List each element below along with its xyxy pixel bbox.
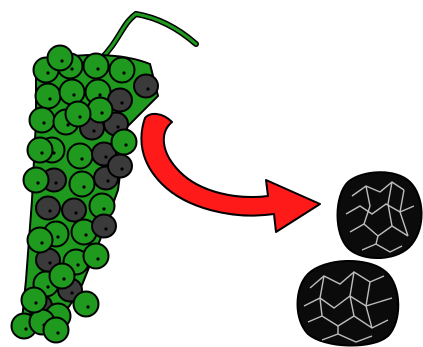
berry-spot	[104, 227, 107, 230]
berry-body	[84, 54, 109, 79]
green-peppercorn	[112, 130, 137, 155]
berry-spot	[54, 181, 57, 184]
green-peppercorn	[44, 318, 69, 343]
green-peppercorn	[66, 102, 91, 127]
green-peppercorn	[22, 288, 47, 313]
berry-spot	[72, 93, 75, 96]
berry-spot	[42, 121, 45, 124]
berry-spot	[36, 181, 39, 184]
curved-arrow	[141, 114, 320, 232]
berry-spot	[62, 277, 65, 280]
green-peppercorn	[28, 228, 53, 253]
berry-spot	[80, 157, 83, 160]
berry-spot	[46, 71, 49, 74]
berry-spot	[56, 331, 59, 334]
berry-spot	[120, 167, 123, 170]
berry-spot	[70, 67, 73, 70]
berry-body	[28, 228, 53, 253]
green-peppercorn	[50, 264, 75, 289]
dried-peppercorn-body	[298, 261, 399, 346]
berry-body	[108, 155, 132, 178]
berry-spot	[120, 101, 123, 104]
berry-spot	[124, 143, 127, 146]
dark-peppercorn	[134, 75, 158, 98]
dark-peppercorn	[108, 155, 132, 178]
berry-spot	[76, 263, 79, 266]
berry-spot	[48, 97, 51, 100]
dark-peppercorn	[36, 197, 60, 220]
green-peppercorn	[30, 108, 55, 133]
berry-spot	[86, 305, 89, 308]
berry-spot	[40, 241, 43, 244]
berry-spot	[82, 185, 85, 188]
berry-spot	[106, 179, 109, 182]
berry-spot	[48, 261, 51, 264]
berry-spot	[92, 129, 95, 132]
green-peppercorn	[36, 84, 61, 109]
berry-spot	[146, 87, 149, 90]
green-peppercorn	[48, 46, 73, 71]
berry-body	[88, 98, 113, 123]
berry-spot	[34, 301, 37, 304]
berry-spot	[98, 93, 101, 96]
berry-body	[92, 215, 116, 238]
dried-peppercorn	[298, 261, 399, 346]
green-peppercorn	[110, 58, 135, 83]
berry-body	[134, 75, 158, 98]
dried-peppercorn	[338, 172, 422, 258]
berry-spot	[96, 67, 99, 70]
berry-spot	[74, 211, 77, 214]
berry-body	[62, 199, 86, 222]
green-peppercorn	[74, 292, 99, 317]
berry-body	[66, 102, 91, 127]
berry-spot	[70, 291, 73, 294]
berry-spot	[122, 71, 125, 74]
berry-body	[50, 264, 75, 289]
berry-body	[22, 288, 47, 313]
berry-body	[68, 144, 93, 169]
berry-body	[36, 197, 60, 220]
green-peppercorn	[88, 98, 113, 123]
berry-body	[74, 292, 99, 317]
green-peppercorn	[24, 168, 49, 193]
arrow-shape	[141, 114, 320, 232]
berry-body	[28, 138, 53, 163]
dark-peppercorn	[92, 215, 116, 238]
berry-spot	[56, 235, 59, 238]
green-peppercorn	[68, 144, 93, 169]
berry-spot	[84, 233, 87, 236]
stem	[100, 14, 196, 60]
berry-spot	[100, 111, 103, 114]
berry-spot	[96, 257, 99, 260]
berry-body	[60, 80, 85, 105]
dried-peppercorn-body	[338, 172, 422, 258]
berry-body	[112, 130, 137, 155]
berry-spot	[116, 125, 119, 128]
berry-spot	[60, 59, 63, 62]
berry-spot	[78, 115, 81, 118]
berry-spot	[48, 209, 51, 212]
berry-body	[48, 46, 73, 71]
berry-spot	[104, 155, 107, 158]
stem-outline	[100, 14, 196, 60]
berry-spot	[24, 327, 27, 330]
berry-body	[70, 172, 95, 197]
berry-body	[30, 108, 55, 133]
berry-body	[84, 244, 109, 269]
berry-spot	[102, 207, 105, 210]
berry-body	[24, 168, 49, 193]
berry-body	[44, 318, 69, 343]
green-peppercorn	[84, 244, 109, 269]
green-peppercorn	[60, 80, 85, 105]
green-peppercorn	[70, 172, 95, 197]
berry-spot	[46, 285, 49, 288]
green-peppercorn	[28, 138, 53, 163]
dark-peppercorn	[62, 199, 86, 222]
green-peppercorn	[84, 54, 109, 79]
berry-body	[110, 58, 135, 83]
berry-body	[36, 84, 61, 109]
berry-spot	[40, 151, 43, 154]
